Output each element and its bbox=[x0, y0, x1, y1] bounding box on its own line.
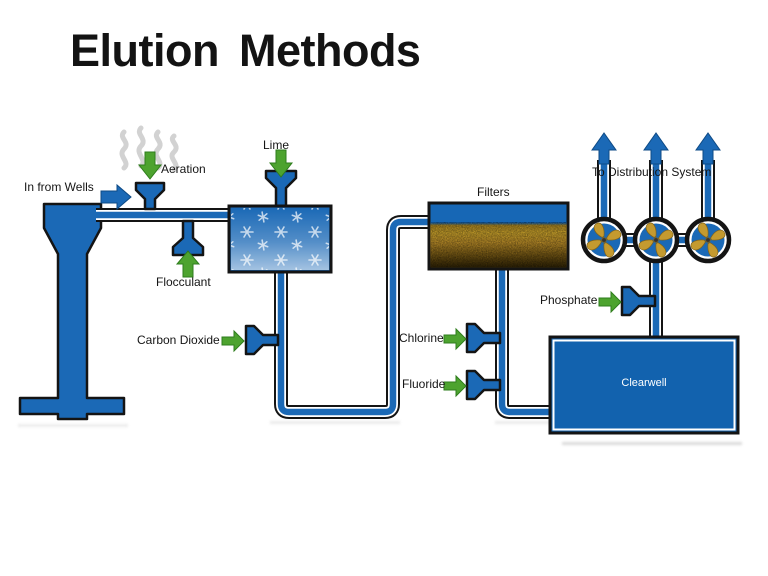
well-icon bbox=[18, 202, 126, 421]
label-lime: Lime bbox=[263, 138, 290, 152]
chemical-feed-arrow-icon bbox=[137, 149, 622, 398]
distribution-arrow-up-icon bbox=[591, 132, 721, 165]
mixing-tank-icon bbox=[227, 204, 333, 274]
label-filters: Filters bbox=[477, 185, 510, 199]
pipe-tank-to-filters bbox=[274, 215, 434, 419]
pump-impeller-icon bbox=[583, 219, 729, 261]
carbon-dioxide-funnel-icon bbox=[244, 324, 280, 356]
clearwell-tank-icon bbox=[548, 335, 740, 435]
label-to-distribution-system: To Distribution System bbox=[592, 165, 712, 179]
label-carbon-dioxide: Carbon Dioxide bbox=[137, 333, 220, 347]
pipe-filters-to-clearwell bbox=[495, 266, 556, 419]
label-clearwell: Clearwell bbox=[621, 377, 667, 389]
flow-arrow-right-icon bbox=[100, 183, 132, 211]
phosphate-funnel-icon bbox=[620, 285, 657, 317]
label-flocculant: Flocculant bbox=[156, 275, 211, 289]
flocculant-funnel-icon bbox=[171, 219, 205, 257]
steam-icon bbox=[119, 125, 179, 173]
label-aeration: Aeration bbox=[161, 162, 206, 176]
label-fluoride: Fluoride bbox=[402, 377, 446, 391]
fluoride-funnel-icon bbox=[465, 369, 502, 401]
aeration-funnel-icon bbox=[134, 181, 166, 211]
label-in-from-wells: In from Wells bbox=[24, 180, 94, 194]
chlorine-funnel-icon bbox=[465, 322, 502, 354]
shadows bbox=[18, 421, 742, 445]
label-phosphate: Phosphate bbox=[540, 293, 598, 307]
filter-bed-icon bbox=[427, 201, 570, 271]
slide-title: Elution Methods bbox=[70, 25, 421, 76]
label-chlorine: Chlorine bbox=[399, 331, 444, 345]
